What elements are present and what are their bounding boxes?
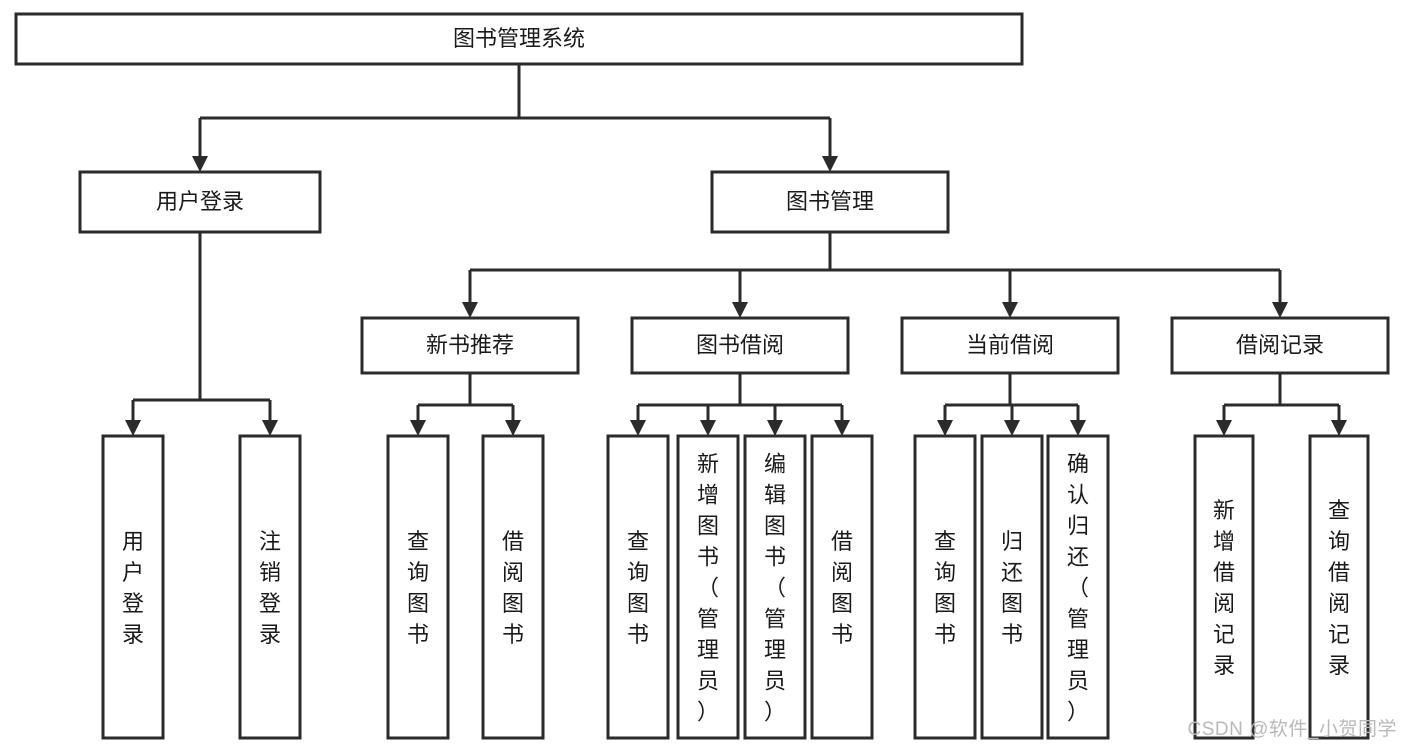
books-to-modules-branch-1-arrowhead (732, 302, 748, 318)
borrow-to-leaves-branch-0-arrowhead (630, 420, 646, 436)
current-to-leaves-branch-2-arrowhead (1070, 420, 1086, 436)
leaf-12-box[interactable] (1308, 434, 1370, 740)
leaf-11-label: 新增借阅记录 (1213, 498, 1235, 678)
current-to-leaves-branch-1-arrowhead (1004, 420, 1020, 436)
leaf-11-box[interactable] (1193, 434, 1255, 740)
newbook-to-leaves-branch-0-arrowhead (410, 420, 426, 436)
level2-0-box[interactable] (78, 170, 322, 234)
leaf-0-box[interactable] (101, 434, 165, 740)
leaf-2-label: 查询图书 (407, 529, 429, 647)
leaf-0-label: 用户登录 (122, 529, 144, 647)
leaf-7-box[interactable] (810, 434, 874, 740)
leaf-10-box[interactable] (1046, 434, 1110, 740)
level3-2-box[interactable] (900, 316, 1120, 375)
borrow-to-leaves-branch-2-arrowhead (767, 420, 783, 436)
node-label-layer: 图书管理系统用户登录图书管理新书推荐图书借阅当前借阅借阅记录用户登录注销登录查询… (122, 26, 1350, 725)
connector-layer (125, 64, 1347, 436)
leaf-7-label: 借阅图书 (831, 529, 853, 647)
leaf-12-label: 查询借阅记录 (1328, 498, 1350, 678)
root-to-level2-branch-0-arrowhead (192, 156, 208, 172)
leaf-5-label: 新增图书（管理员） (697, 452, 719, 725)
root-system-label: 图书管理系统 (453, 26, 585, 51)
leaf-4-label: 查询图书 (627, 529, 649, 647)
root-to-level2-branch-1-arrowhead (822, 156, 838, 172)
newbook-to-leaves-branch-1-arrowhead (505, 420, 521, 436)
books-to-modules-branch-3-arrowhead (1272, 302, 1288, 318)
leaf-1-box[interactable] (238, 434, 302, 740)
books-to-modules-branch-2-arrowhead (1002, 302, 1018, 318)
record-to-leaves-branch-0-arrowhead (1216, 420, 1232, 436)
borrow-to-leaves-branch-3-arrowhead (834, 420, 850, 436)
books-to-modules-branch-0-arrowhead (462, 302, 478, 318)
login-to-leaves-branch-0-arrowhead (125, 420, 141, 436)
leaf-8-label: 查询图书 (934, 529, 956, 647)
level2-1-label: 图书管理 (786, 189, 874, 214)
level3-2-label: 当前借阅 (966, 332, 1054, 357)
leaf-3-box[interactable] (481, 434, 545, 740)
login-to-leaves-branch-1-arrowhead (262, 420, 278, 436)
leaf-6-label: 编辑图书（管理员） (764, 452, 786, 725)
leaf-3-label: 借阅图书 (502, 529, 524, 647)
current-to-leaves-branch-0-arrowhead (937, 420, 953, 436)
record-to-leaves-branch-1-arrowhead (1331, 420, 1347, 436)
leaf-1-label: 注销登录 (259, 529, 281, 647)
root-system-box[interactable] (14, 12, 1024, 66)
leaf-6-box[interactable] (743, 434, 807, 740)
level3-1-label: 图书借阅 (696, 332, 784, 357)
level3-0-box[interactable] (360, 316, 580, 375)
leaf-10-label: 确认归还（管理员） (1067, 452, 1089, 725)
level3-3-box[interactable] (1170, 316, 1390, 375)
leaf-9-box[interactable] (980, 434, 1044, 740)
level2-0-label: 用户登录 (156, 189, 244, 214)
leaf-5-box[interactable] (676, 434, 740, 740)
level3-3-label: 借阅记录 (1236, 332, 1324, 357)
csdn-watermark: CSDN @软件_小贺同学 (1187, 719, 1397, 740)
level3-0-label: 新书推荐 (426, 332, 514, 357)
leaf-8-box[interactable] (913, 434, 977, 740)
leaf-2-box[interactable] (386, 434, 450, 740)
node-layer (14, 12, 1390, 740)
level3-1-box[interactable] (630, 316, 850, 375)
borrow-to-leaves-branch-1-arrowhead (700, 420, 716, 436)
level2-1-box[interactable] (710, 170, 950, 234)
leaf-4-box[interactable] (606, 434, 670, 740)
leaf-9-label: 归还图书 (1001, 529, 1023, 647)
